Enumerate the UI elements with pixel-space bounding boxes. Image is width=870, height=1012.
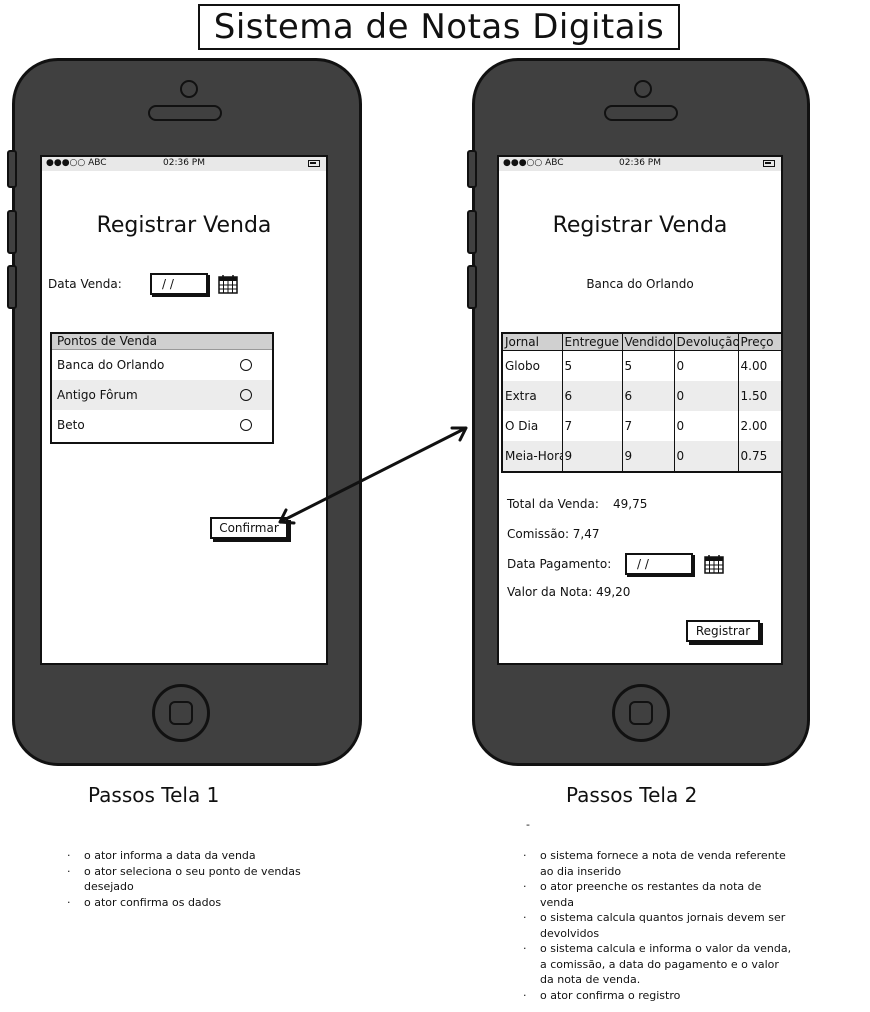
commission-text: Comissão: 7,47 — [507, 527, 600, 541]
cell-jornal: Extra — [501, 381, 563, 411]
selected-point-label: Banca do Orlando — [586, 277, 694, 291]
phone-2-side-button — [467, 210, 477, 254]
column-header: Vendido — [621, 332, 675, 351]
phone-1-side-button — [7, 210, 17, 254]
table-row[interactable]: Meia-Hora 9 9 0 0.75 — [501, 441, 781, 472]
page-title: Sistema de Notas Digitais — [198, 4, 680, 50]
cell-preco: 1.50 — [737, 381, 781, 411]
phone-1-screen: ●●●○○ ABC 02:36 PM Registrar Venda Data … — [40, 155, 328, 665]
cell-devolucao: 0 — [673, 350, 739, 381]
confirm-button[interactable]: Confirmar — [210, 517, 288, 539]
table-row[interactable]: Globo 5 5 0 4.00 — [501, 350, 781, 381]
phone-2-home-button[interactable] — [612, 684, 670, 742]
cell-devolucao: 0 — [673, 381, 739, 411]
sale-date-input[interactable]: / / — [150, 273, 208, 295]
column-header: Entregue — [561, 332, 623, 351]
table-row[interactable]: Extra 6 6 0 1.50 — [501, 381, 781, 411]
column-header: Jornal — [501, 332, 563, 351]
calendar-icon[interactable] — [218, 274, 238, 294]
cell-devolucao: 0 — [673, 441, 739, 472]
phone-1-side-button — [7, 265, 17, 309]
steps-2-title: Passos Tela 2 — [566, 783, 698, 807]
cell-entregue[interactable]: 5 — [561, 350, 623, 381]
sales-table: Jornal Entregue Vendido Devolução Preço … — [501, 332, 781, 473]
phone-1-side-button — [7, 150, 17, 188]
cell-vendido[interactable]: 7 — [621, 411, 675, 441]
phone-1-home-button[interactable] — [152, 684, 210, 742]
carrier-signal: ●●●○○ ABC — [503, 158, 564, 168]
note-value-text: Valor da Nota: 49,20 — [507, 585, 631, 599]
calendar-icon[interactable] — [704, 554, 724, 574]
phone-2-speaker — [604, 105, 678, 121]
dash-marker: - — [526, 818, 530, 831]
payment-date-label: Data Pagamento: — [507, 557, 612, 571]
cell-entregue[interactable]: 7 — [561, 411, 623, 441]
list-item: o ator confirma os dados — [67, 895, 344, 911]
cell-vendido[interactable]: 5 — [621, 350, 675, 381]
total-value: 49,75 — [613, 497, 648, 511]
steps-1-list: o ator informa a data da venda o ator se… — [66, 848, 344, 910]
list-header: Pontos de Venda — [52, 334, 272, 350]
phone-2-screen: ●●●○○ ABC 02:36 PM Registrar Venda Banca… — [497, 155, 783, 665]
cell-jornal: Meia-Hora — [501, 441, 563, 472]
points-of-sale-list: Pontos de Venda Banca do Orlando Antigo … — [50, 332, 274, 444]
cell-vendido[interactable]: 9 — [621, 441, 675, 472]
status-bar: ●●●○○ ABC 02:36 PM — [499, 157, 781, 171]
list-item: o ator preenche os restantes da nota de … — [523, 879, 796, 910]
screen-title: Registrar Venda — [96, 213, 272, 238]
battery-icon — [763, 160, 775, 167]
cell-preco: 0.75 — [737, 441, 781, 472]
home-square-icon — [629, 701, 653, 725]
list-item[interactable]: Antigo Fôrum — [52, 380, 272, 410]
list-item: o ator seleciona o seu ponto de vendas d… — [67, 864, 344, 895]
radio-button[interactable] — [240, 359, 252, 371]
clock: 02:36 PM — [619, 158, 661, 168]
cell-preco: 2.00 — [737, 411, 781, 441]
list-item[interactable]: Beto — [52, 410, 272, 440]
list-item: o sistema fornece a nota de venda refere… — [523, 848, 796, 879]
column-header: Devolução — [673, 332, 739, 351]
cell-preco: 4.00 — [737, 350, 781, 381]
total-label: Total da Venda: — [507, 497, 599, 511]
home-square-icon — [169, 701, 193, 725]
cell-jornal: O Dia — [501, 411, 563, 441]
list-item: o sistema calcula quantos jornais devem … — [523, 910, 796, 941]
phone-1-speaker — [148, 105, 222, 121]
carrier-signal: ●●●○○ ABC — [46, 158, 107, 168]
cell-jornal: Globo — [501, 350, 563, 381]
list-item: o sistema calcula e informa o valor da v… — [523, 941, 796, 988]
list-item: o ator informa a data da venda — [67, 848, 344, 864]
phone-1-camera — [180, 80, 198, 98]
cell-entregue[interactable]: 6 — [561, 381, 623, 411]
cell-vendido[interactable]: 6 — [621, 381, 675, 411]
steps-2-list: o sistema fornece a nota de venda refere… — [522, 848, 796, 1003]
cell-devolucao: 0 — [673, 411, 739, 441]
cell-entregue[interactable]: 9 — [561, 441, 623, 472]
phone-2-side-button — [467, 265, 477, 309]
payment-date-input[interactable]: / / — [625, 553, 693, 575]
phone-2-camera — [634, 80, 652, 98]
table-row[interactable]: O Dia 7 7 0 2.00 — [501, 411, 781, 441]
battery-icon — [308, 160, 320, 167]
screen-title: Registrar Venda — [552, 213, 728, 238]
date-label: Data Venda: — [48, 277, 122, 291]
list-item: o ator confirma o registro — [523, 988, 796, 1004]
radio-button[interactable] — [240, 389, 252, 401]
steps-1-title: Passos Tela 1 — [88, 783, 220, 807]
clock: 02:36 PM — [163, 158, 205, 168]
column-header: Preço — [737, 332, 781, 351]
table-header-row: Jornal Entregue Vendido Devolução Preço — [501, 332, 781, 351]
status-bar: ●●●○○ ABC 02:36 PM — [42, 157, 326, 171]
phone-2-side-button — [467, 150, 477, 188]
list-item[interactable]: Banca do Orlando — [52, 350, 272, 380]
register-button[interactable]: Registrar — [686, 620, 760, 642]
radio-button[interactable] — [240, 419, 252, 431]
